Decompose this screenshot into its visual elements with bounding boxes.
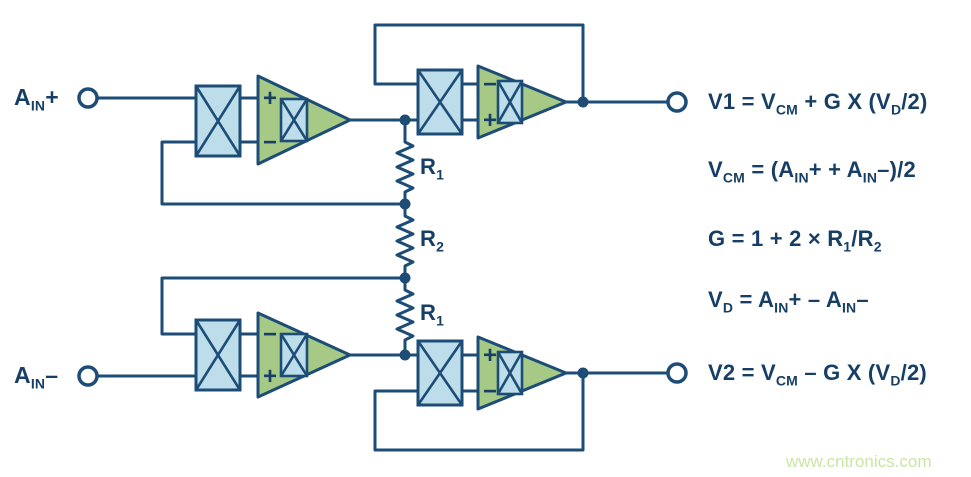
resistor-chain bbox=[395, 120, 415, 355]
opamp-top-left: + − bbox=[256, 74, 352, 166]
label-r2: R2 bbox=[420, 226, 445, 255]
label-ain-plus: AIN+ bbox=[14, 84, 59, 114]
chopper-x-icon bbox=[416, 340, 464, 406]
opamp-bottom-left: − + bbox=[256, 311, 352, 399]
opamp-plus-sign: + bbox=[263, 85, 277, 112]
formula-v1: V1 = VCM + G X (VD/2) bbox=[708, 89, 928, 118]
formula-v2: V2 = VCM – G X (VD/2) bbox=[708, 360, 927, 389]
chopper-x-icon bbox=[416, 69, 464, 135]
junction-dot bbox=[399, 114, 411, 126]
chopper-x-icon bbox=[194, 85, 242, 157]
opamp-minus-sign: − bbox=[263, 129, 277, 156]
opamp-plus-sign: + bbox=[263, 363, 277, 390]
opamp-minus-sign: − bbox=[483, 378, 497, 405]
inner-chopper-x-icon bbox=[496, 80, 524, 124]
inner-chopper-x-icon bbox=[496, 351, 524, 395]
chopper-x-icon bbox=[194, 319, 242, 391]
formula-vcm: VCM = (AIN+ + AIN–)/2 bbox=[708, 157, 916, 186]
junction-dot bbox=[399, 198, 411, 210]
chopper-switch-top-right bbox=[416, 68, 464, 136]
chopper-switch-bottom-left bbox=[194, 318, 242, 392]
junction-dot bbox=[577, 96, 589, 108]
label-ain-minus: AIN– bbox=[14, 362, 59, 392]
wire-feedback-top-right bbox=[373, 23, 585, 102]
junction-dot bbox=[577, 367, 589, 379]
inner-chopper-x-icon bbox=[279, 333, 309, 377]
watermark: www.cntronics.com bbox=[786, 452, 932, 471]
opamp-plus-sign: + bbox=[483, 342, 497, 369]
formula-vd: VD = AIN+ – AIN– bbox=[708, 287, 869, 316]
wire-feedback-bottom-left bbox=[160, 276, 405, 336]
label-r1-top: R1 bbox=[420, 154, 445, 183]
inner-chopper-x-icon bbox=[279, 98, 309, 142]
opamp-bottom-right: + − bbox=[476, 335, 568, 411]
opamp-top-right: − + bbox=[476, 64, 568, 140]
input-terminal-plus bbox=[77, 87, 99, 109]
opamp-minus-sign: − bbox=[483, 71, 497, 98]
chopper-switch-top-left bbox=[194, 84, 242, 158]
wire-feedback-bottom-right bbox=[373, 373, 585, 452]
opamp-minus-sign: − bbox=[263, 321, 277, 348]
formula-g: G = 1 + 2 × R1/R2 bbox=[708, 226, 882, 255]
opamp-plus-sign: + bbox=[483, 107, 497, 134]
junction-dot bbox=[399, 349, 411, 361]
input-terminal-minus bbox=[77, 365, 99, 387]
label-r1-bottom: R1 bbox=[420, 300, 445, 329]
output-terminal-v1 bbox=[666, 91, 688, 113]
junction-dot bbox=[399, 272, 411, 284]
output-terminal-v2 bbox=[666, 362, 688, 384]
wire-feedback-top-left bbox=[160, 140, 405, 206]
chopper-switch-bottom-right bbox=[416, 339, 464, 407]
